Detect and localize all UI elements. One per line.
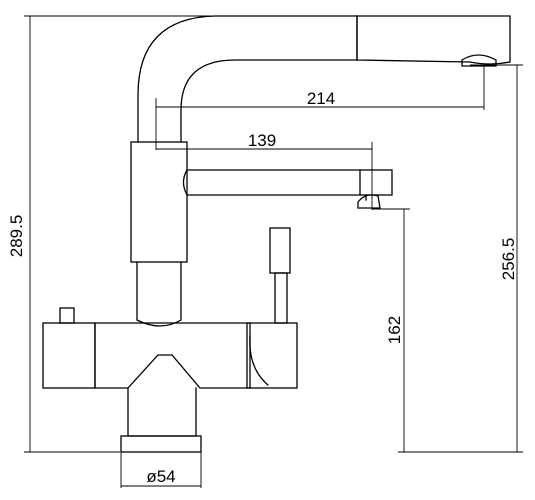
base-diameter-label: ø54 xyxy=(146,467,175,486)
dimension-filter-height: 162 xyxy=(372,208,410,452)
filter-spout-outlet xyxy=(357,194,381,209)
base-flange xyxy=(120,435,202,453)
spray-head xyxy=(356,15,511,65)
filter-spout-collar xyxy=(182,169,188,196)
filter-height-label: 162 xyxy=(385,316,404,344)
right-housing-curve xyxy=(249,335,269,386)
dimension-base-diameter: ø54 xyxy=(120,452,202,488)
filter-spout-tip xyxy=(359,169,393,196)
right-housing xyxy=(246,322,298,389)
overall-height-label: 289.5 xyxy=(7,215,26,258)
filter-lever-stem xyxy=(274,272,288,324)
lower-neck xyxy=(136,261,182,327)
spout-reach-label: 214 xyxy=(307,89,335,108)
gooseneck-outer xyxy=(137,15,358,143)
dimension-filter-reach: 139 xyxy=(156,131,373,210)
center-housing xyxy=(94,322,251,389)
base-stem xyxy=(127,387,197,437)
filter-lever-grip xyxy=(269,227,291,274)
upper-column xyxy=(130,141,188,263)
gooseneck-inner xyxy=(180,59,358,143)
left-handle-knob xyxy=(59,307,75,324)
dimension-spout-height: 256.5 xyxy=(398,64,523,453)
dimension-spout-reach: 214 xyxy=(155,65,485,150)
faucet-body xyxy=(42,15,511,453)
filter-reach-label: 139 xyxy=(248,131,276,150)
left-handle-body xyxy=(42,322,96,389)
spout-height-label: 256.5 xyxy=(499,238,518,281)
dimension-overall-height: 289.5 xyxy=(7,15,355,453)
filter-spout-arm xyxy=(186,169,361,196)
spray-outlet xyxy=(461,54,497,67)
